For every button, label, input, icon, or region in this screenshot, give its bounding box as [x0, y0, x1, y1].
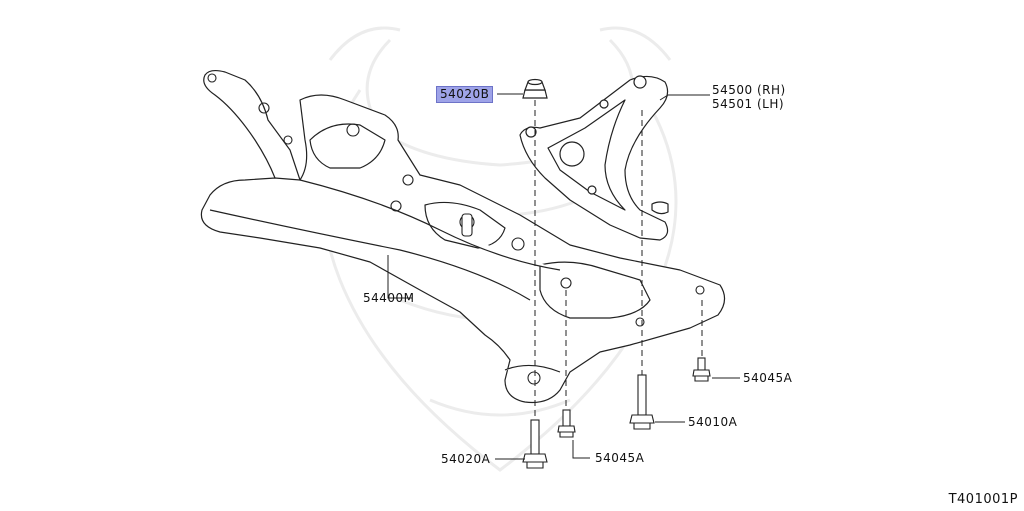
label-54045a-front[interactable]: 54045A: [743, 371, 793, 385]
label-54045a-rear[interactable]: 54045A: [595, 451, 645, 465]
bolt-main-icon: [522, 419, 548, 469]
subframe-holes: [207, 73, 705, 385]
bolt-rear-long-icon: [629, 374, 655, 430]
label-54010a[interactable]: 54010A: [688, 415, 738, 429]
alignment-lines: [534, 100, 703, 420]
bolt-front-left-icon: [692, 357, 711, 382]
label-54020b[interactable]: 54020B: [436, 86, 494, 103]
figure-code: T401001P: [948, 492, 1018, 507]
label-54500-rh[interactable]: 54500 (RH): [712, 83, 786, 97]
label-54020a[interactable]: 54020A: [441, 452, 491, 466]
label-54501-lh[interactable]: 54501 (LH): [712, 97, 785, 111]
label-54400m[interactable]: 54400M: [363, 291, 415, 305]
flange-nut-icon[interactable]: [522, 78, 548, 99]
subframe-crossmember[interactable]: [200, 69, 726, 404]
bolts[interactable]: [522, 357, 711, 469]
leader-lines: [387, 93, 740, 460]
bolt-rear-center-icon: [557, 409, 576, 438]
lower-control-arm[interactable]: [519, 75, 669, 241]
